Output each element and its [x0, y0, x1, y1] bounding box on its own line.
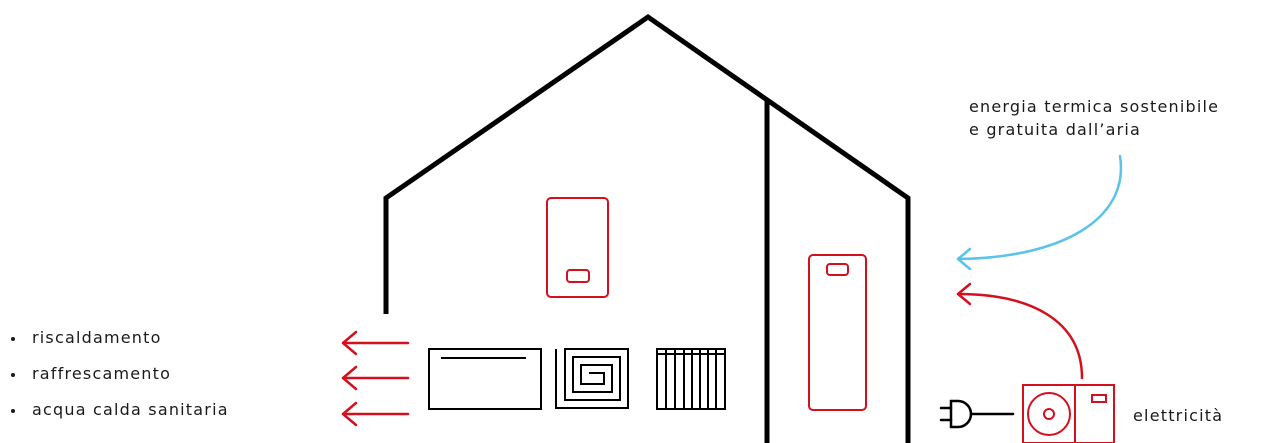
plug-icon	[939, 399, 1015, 429]
air-energy-label-line1: energia termica sostenibile	[969, 97, 1220, 116]
output-arrows	[341, 330, 410, 427]
arrow-heating-icon	[341, 330, 410, 356]
bullet-icon	[11, 409, 15, 413]
house-outline	[383, 13, 911, 443]
list-item-heating: riscaldamento	[32, 328, 162, 347]
outdoor-heat-pump-icon	[1022, 384, 1115, 443]
list-item-cooling: raffrescamento	[32, 364, 172, 383]
list-item-hot-water: acqua calda sanitaria	[32, 400, 229, 419]
air-energy-label-line2: e gratuita dall’aria	[969, 120, 1142, 139]
arrow-hot-water-icon	[341, 401, 410, 427]
hot-water-tank-icon	[808, 254, 867, 411]
bullet-icon	[11, 373, 15, 377]
floor-heating-icon	[555, 348, 629, 409]
heat-pump-output-arrow-icon	[956, 282, 1084, 380]
air-energy-arrow-icon	[956, 154, 1123, 271]
bullet-icon	[11, 337, 15, 341]
fan-coil-icon	[428, 348, 542, 410]
wall-boiler-icon	[546, 197, 609, 298]
arrow-cooling-icon	[341, 365, 410, 391]
radiator-icon	[656, 348, 726, 410]
electricity-label: elettricità	[1133, 406, 1224, 425]
